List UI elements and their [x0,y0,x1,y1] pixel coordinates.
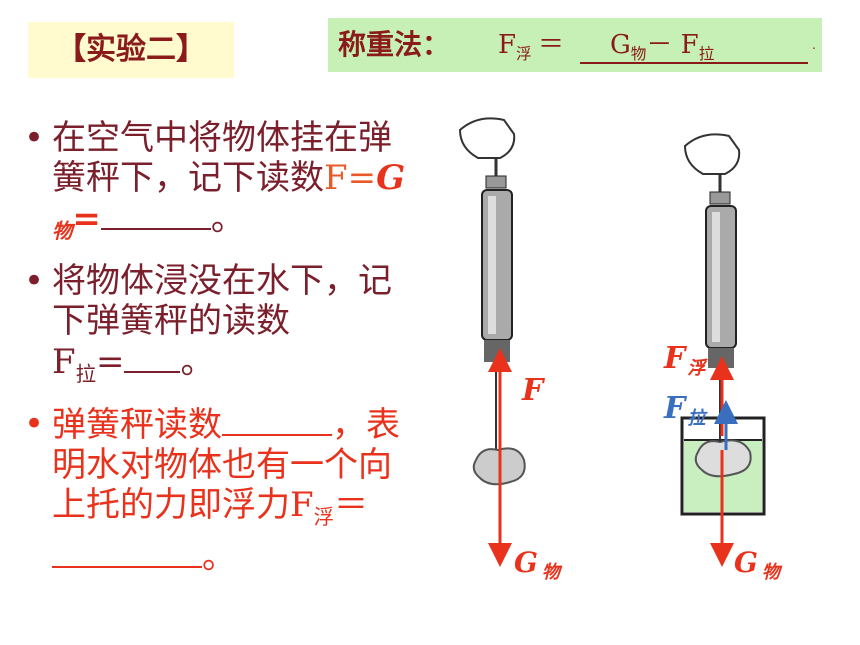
answer-blank [124,341,181,373]
answer-blank [52,536,202,569]
hand-icon [683,133,741,175]
bullet-dot: • [24,260,45,301]
formula-tail: . [812,38,816,52]
expr-f-buoy: F浮＝ [290,484,368,529]
bullet-dot: • [24,118,45,158]
formula-underline [580,62,808,64]
formula-equals: ＝ [538,30,565,60]
formula-answer: G物－ F拉 [610,30,715,64]
bullet-list: • 在空气中将物体挂在弹簧秤下，记下读数F=G物=。 • 将物体浸没在水下，记下… [22,118,422,587]
bullet-item-conclusion: • 弹簧秤读数，表明水对物体也有一个向上托的力即浮力F浮＝。 [24,403,400,578]
hand-icon [458,117,516,159]
expr-f-pull: F拉= [52,341,125,386]
experiment-tag: 【实验二】 [28,22,234,78]
bullet-text: 在空气中将物体挂在弹簧秤下，记下读数 [52,118,392,198]
spring-scale-icon [705,205,737,349]
expr-g: G物= [52,158,406,243]
formula-box: 称重法： F浮 ＝ G物－ F拉 . [328,18,822,72]
formula-lead: 称重法： [338,28,451,61]
expr-f: F= [324,158,377,198]
formula-f-buoyancy: F浮 [498,30,532,64]
bullet-text-a: 弹簧秤读数 [52,404,222,445]
bullet-item-air: • 在空气中将物体挂在弹簧秤下，记下读数F=G物=。 [24,118,406,243]
bullet-dot: • [24,403,45,444]
label-f: F [521,373,546,408]
spring-scale-icon [481,189,513,341]
answer-blank [222,404,332,436]
bullet-text-b: ，表明水对物体也有一个向上托的力即浮力 [52,404,400,525]
answer-blank [100,198,211,230]
bullet-text: 将物体浸没在水下，记下弹簧秤的读数 [52,260,392,341]
